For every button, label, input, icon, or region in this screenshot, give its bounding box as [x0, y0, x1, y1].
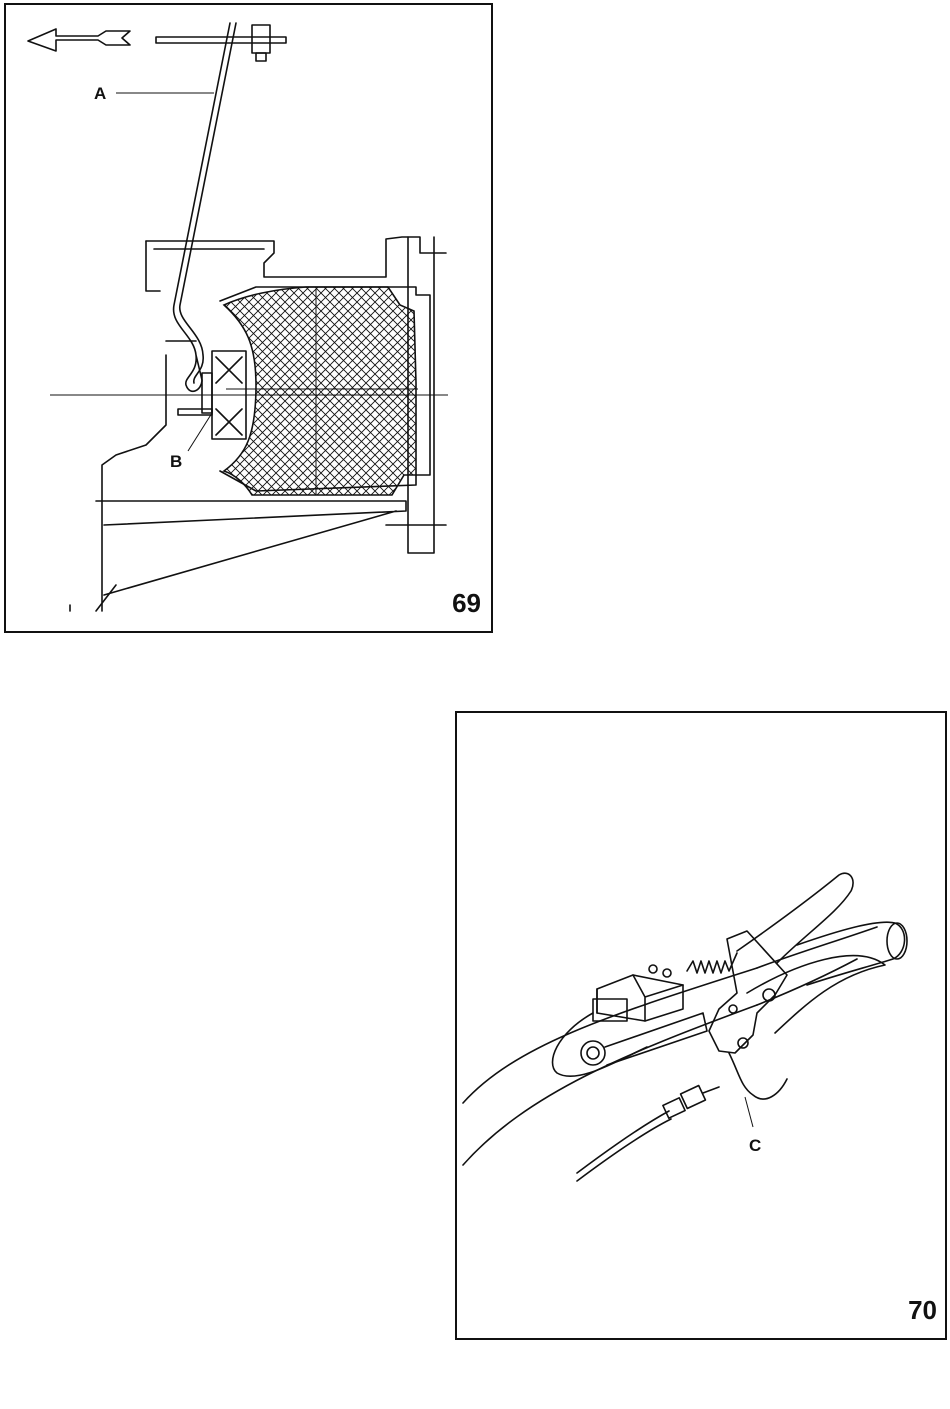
callout-b: B	[170, 413, 212, 471]
figure-number: 69	[452, 588, 481, 619]
callout-a-label: A	[94, 84, 106, 103]
figure-70-drawing: C	[457, 713, 945, 1338]
cross-hatched-drum	[224, 287, 418, 495]
callout-c-label: C	[749, 1136, 761, 1155]
figure-number: 70	[908, 1295, 937, 1326]
brake-lever	[737, 873, 885, 1033]
direction-arrow	[28, 29, 130, 51]
switch-box	[593, 965, 683, 1021]
cable-a	[174, 23, 236, 391]
lever-bar	[156, 25, 286, 61]
callout-a: A	[94, 84, 214, 103]
cable-adjuster	[577, 1086, 719, 1181]
figure-69-drawing: A B	[6, 5, 491, 631]
switch-wire	[553, 1013, 648, 1076]
callout-c: C	[745, 1097, 761, 1155]
figure-70: C 70	[455, 711, 947, 1340]
callout-b-label: B	[170, 452, 182, 471]
cable-c	[729, 1053, 787, 1099]
figure-69: A B	[4, 3, 493, 633]
